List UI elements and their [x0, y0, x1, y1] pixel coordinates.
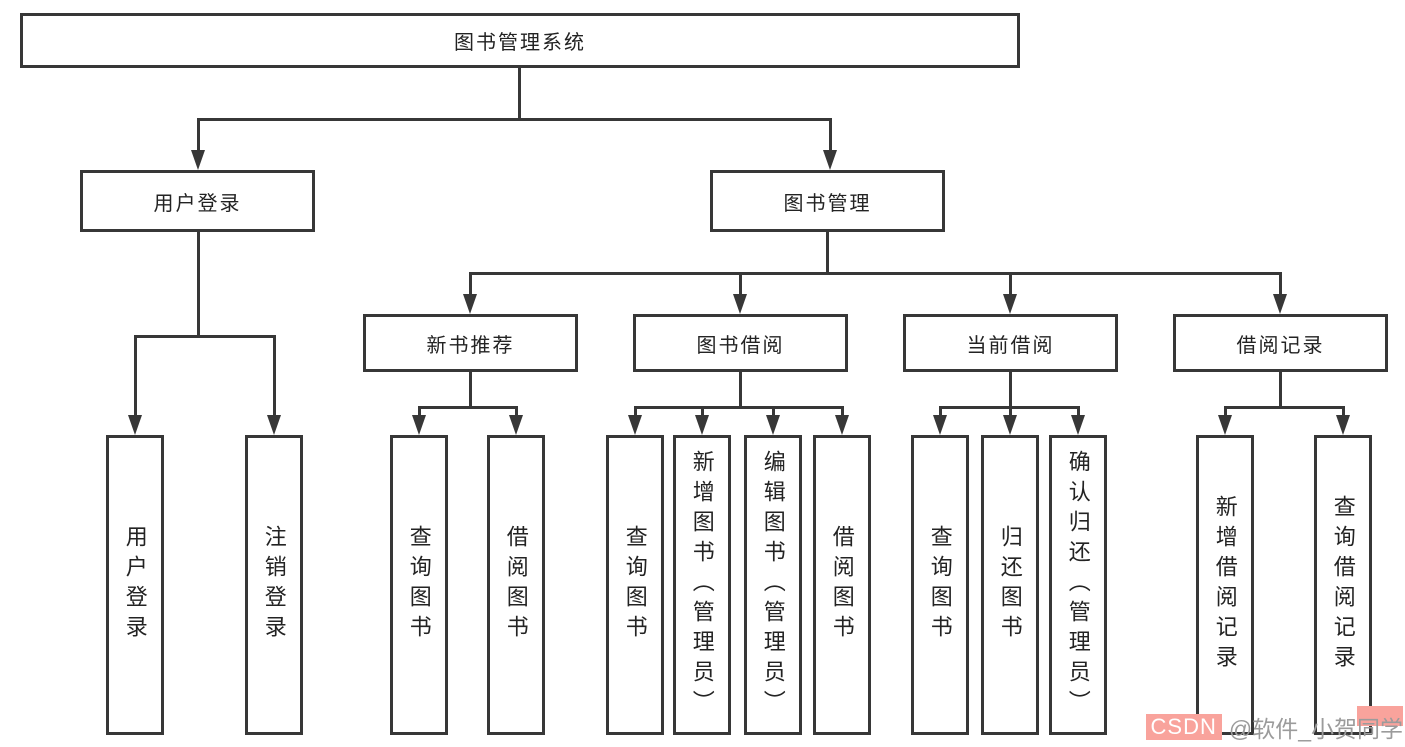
arrowhead [1218, 415, 1232, 435]
node-book-management: 图书管理 [710, 170, 945, 232]
node-label: 借阅图书 [503, 525, 529, 645]
node-borrow-books-leaf: 借阅图书 [813, 435, 871, 735]
arrowhead [733, 294, 747, 314]
node-query-books-current: 查询图书 [911, 435, 969, 735]
node-label: 新增图书（管理员） [689, 450, 715, 720]
arrowhead [933, 415, 947, 435]
connector-level1-rail [197, 118, 832, 121]
node-borrowing-records: 借阅记录 [1173, 314, 1388, 372]
connector-drop [515, 406, 518, 415]
connector-drop [1077, 406, 1080, 415]
connector-level2-rail [469, 272, 1282, 275]
node-logout-leaf: 注销登录 [245, 435, 303, 735]
connector-drop [841, 406, 844, 415]
node-user-login: 用户登录 [80, 170, 315, 232]
connector-drop [939, 406, 942, 415]
arrowhead [463, 294, 477, 314]
node-label: 借阅记录 [1236, 334, 1325, 357]
node-edit-books-admin: 编辑图书（管理员） [744, 435, 802, 735]
node-label: 图书管理 [783, 192, 872, 215]
node-label: 查询图书 [927, 525, 953, 645]
node-user-login-leaf: 用户登录 [106, 435, 164, 735]
arrowhead [1336, 415, 1350, 435]
node-label: 查询借阅记录 [1330, 495, 1356, 675]
arrowhead [191, 150, 205, 170]
node-label: 新书推荐 [426, 334, 515, 357]
arrowhead [412, 415, 426, 435]
connector-drop [418, 406, 421, 415]
watermark-handle: @软件_小贺同学 [1228, 716, 1403, 742]
connector-user-login-stem [197, 232, 200, 335]
node-book-borrowing: 图书借阅 [633, 314, 848, 372]
node-label: 查询图书 [406, 525, 432, 645]
connector-drop [1342, 406, 1345, 415]
connector-drop [1009, 272, 1012, 294]
arrowhead [823, 150, 837, 170]
csdn-watermark: CSDN @软件_小贺同学 [1145, 706, 1403, 744]
node-label: 查询图书 [622, 525, 648, 645]
connector-drop [1009, 406, 1012, 415]
node-label: 新增借阅记录 [1212, 495, 1238, 675]
node-label: 用户登录 [122, 525, 148, 645]
connector-drop [634, 406, 637, 415]
arrowhead [1071, 415, 1085, 435]
connector-drop [772, 406, 775, 415]
connector-drop [701, 406, 704, 415]
connector-rail [634, 406, 844, 409]
node-confirm-return-admin: 确认归还（管理员） [1049, 435, 1107, 735]
node-add-books-admin: 新增图书（管理员） [673, 435, 731, 735]
connector-drop [197, 118, 200, 151]
node-label: 编辑图书（管理员） [760, 450, 786, 720]
connector-drop [1224, 406, 1227, 415]
node-add-borrow-record: 新增借阅记录 [1196, 435, 1254, 735]
connector-root-stem [518, 68, 521, 118]
node-borrow-books-recommend: 借阅图书 [487, 435, 545, 735]
connector-drop [739, 272, 742, 294]
node-query-borrow-record: 查询借阅记录 [1314, 435, 1372, 735]
arrowhead [128, 415, 142, 435]
node-library-management-system: 图书管理系统 [20, 13, 1020, 68]
node-label: 注销登录 [261, 525, 287, 645]
arrowhead [509, 415, 523, 435]
node-label: 确认归还（管理员） [1065, 450, 1091, 720]
connector-stem [1009, 372, 1012, 406]
connector-drop [273, 335, 276, 415]
connector-stem [739, 372, 742, 406]
arrowhead [1003, 415, 1017, 435]
node-current-borrowing: 当前借阅 [903, 314, 1118, 372]
connector-rail [1224, 406, 1345, 409]
connector-drop [1279, 272, 1282, 294]
connector-drop [829, 118, 832, 151]
arrowhead [267, 415, 281, 435]
csdn-logo-badge: CSDN [1145, 714, 1222, 740]
arrowhead [835, 415, 849, 435]
node-label: 归还图书 [997, 525, 1023, 645]
node-label: 图书管理系统 [454, 32, 586, 54]
node-label: 图书借阅 [696, 334, 785, 357]
node-label: 当前借阅 [966, 334, 1055, 357]
node-return-books: 归还图书 [981, 435, 1039, 735]
connector-book-mgmt-stem [826, 232, 829, 272]
arrowhead [695, 415, 709, 435]
connector-drop [469, 272, 472, 294]
arrowhead [628, 415, 642, 435]
connector-stem [1279, 372, 1282, 406]
arrowhead [766, 415, 780, 435]
node-query-books-recommend: 查询图书 [390, 435, 448, 735]
arrowhead [1273, 294, 1287, 314]
connector-rail [418, 406, 518, 409]
arrowhead [1003, 294, 1017, 314]
node-label: 借阅图书 [829, 525, 855, 645]
node-new-book-recommendation: 新书推荐 [363, 314, 578, 372]
connector-stem [469, 372, 472, 406]
watermark-accent [1357, 706, 1403, 726]
connector-drop [134, 335, 137, 415]
node-query-books-borrowing: 查询图书 [606, 435, 664, 735]
node-label: 用户登录 [153, 192, 242, 215]
connector-user-login-rail [134, 335, 276, 338]
